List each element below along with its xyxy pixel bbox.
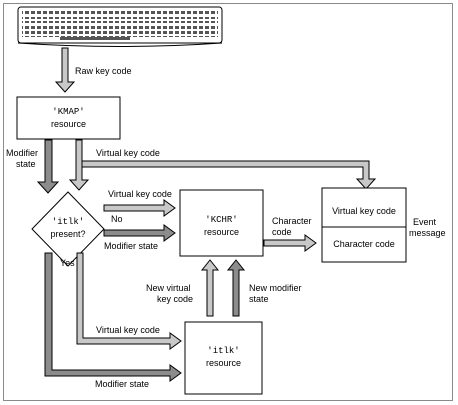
modifier-state-arrow-to-kchr bbox=[103, 224, 176, 242]
character-code-label-line1: Character bbox=[272, 216, 312, 226]
event-message-label-line2: message bbox=[409, 228, 446, 238]
itlk-box bbox=[184, 321, 263, 395]
modifier-state-left-line2: state bbox=[16, 159, 36, 169]
itlk-box-code: 'itlk' bbox=[207, 346, 240, 356]
modifier-state-arrow-to-itlk bbox=[44, 252, 182, 382]
virtual-key-code-mid-label: Virtual key code bbox=[108, 189, 172, 199]
new-virtual-key-code-line2: key code bbox=[157, 294, 194, 304]
itlk-present-diamond bbox=[31, 191, 105, 267]
event-message-box bbox=[321, 187, 407, 263]
event-message-label-line1: Event bbox=[413, 217, 437, 227]
virtual-key-code-arrow-top bbox=[81, 160, 377, 190]
character-code-arrow bbox=[263, 234, 317, 252]
kmap-box bbox=[16, 96, 121, 140]
new-virtual-key-code-line1: New virtual bbox=[146, 283, 191, 293]
new-modifier-state-line2: state bbox=[249, 294, 269, 304]
new-modifier-state-arrow bbox=[226, 259, 246, 317]
event-virtual-key-code: Virtual key code bbox=[332, 206, 396, 216]
kchr-box-word: resource bbox=[203, 227, 239, 237]
virtual-key-code-arrow-to-itlk bbox=[76, 252, 182, 350]
kmap-box-code: 'KMAP' bbox=[52, 107, 85, 117]
modifier-state-mid-label: Modifier state bbox=[104, 241, 159, 251]
virtual-key-code-top-label: Virtual key code bbox=[96, 148, 160, 158]
yes-label: Yes bbox=[60, 258, 75, 268]
modifier-state-bottom-label: Modifier state bbox=[95, 379, 150, 389]
raw-key-code-label: Raw key code bbox=[75, 66, 132, 76]
kchr-box bbox=[179, 189, 264, 257]
diagram-frame bbox=[3, 3, 453, 401]
modifier-state-arrow-left bbox=[36, 139, 60, 194]
modifier-state-left-line1: Modifier bbox=[6, 148, 39, 158]
itlk-present-code: 'itlk' bbox=[51, 217, 85, 227]
character-code-label-line2: code bbox=[272, 227, 292, 237]
keyboard-icon bbox=[17, 6, 223, 47]
itlk-present-word: present? bbox=[50, 229, 86, 239]
new-modifier-state-line1: New modifier bbox=[249, 283, 302, 293]
virtual-key-code-arrow-down bbox=[68, 139, 90, 191]
kchr-box-code: 'KCHR' bbox=[205, 215, 238, 225]
raw-key-code-arrow bbox=[54, 47, 76, 93]
itlk-box-word: resource bbox=[205, 358, 241, 368]
event-character-code: Character code bbox=[333, 239, 395, 249]
kmap-box-word: resource bbox=[50, 119, 86, 129]
virtual-key-code-bottom-label: Virtual key code bbox=[96, 325, 160, 335]
new-virtual-key-code-arrow bbox=[200, 259, 220, 317]
no-label: No bbox=[111, 214, 123, 224]
virtual-key-code-arrow-to-kchr bbox=[103, 199, 176, 217]
